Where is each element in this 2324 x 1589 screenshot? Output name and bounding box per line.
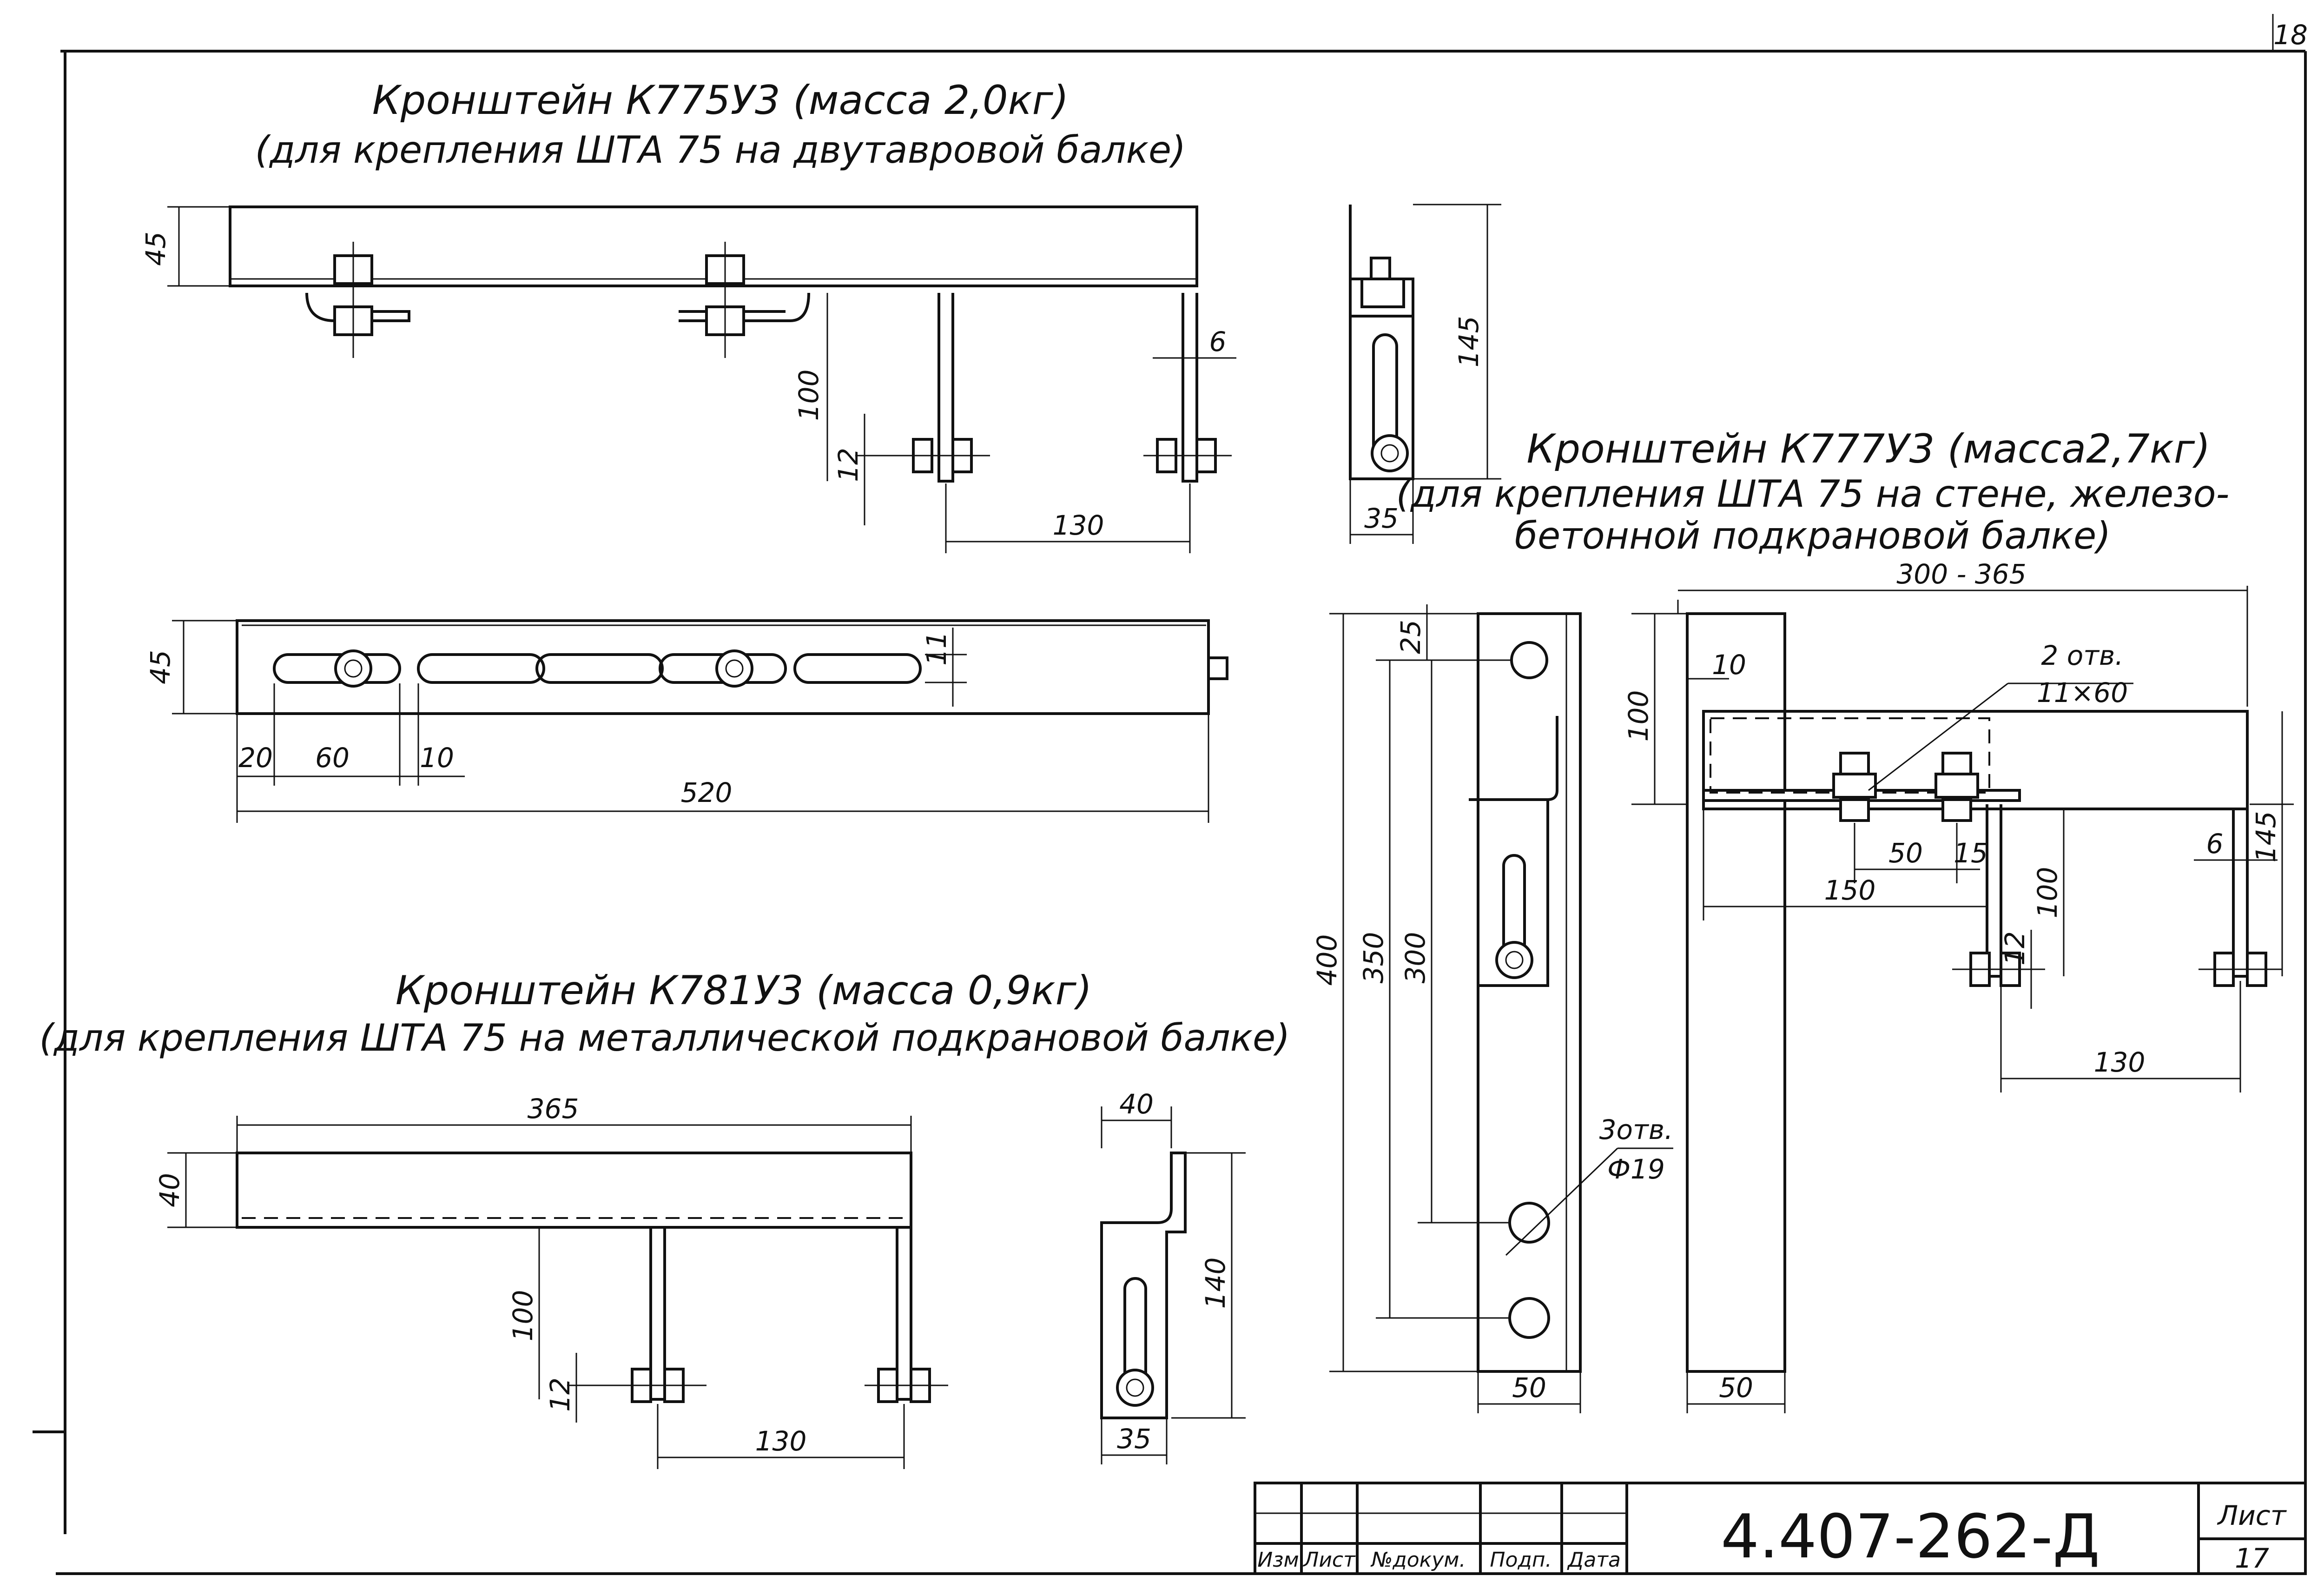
sheet-label: Лист (2217, 1500, 2287, 1531)
k777-side-dim-50: 50 (1719, 1372, 1753, 1404)
k777-holes-2: 2 отв. (2041, 640, 2123, 671)
k775-dim-520: 520 (681, 777, 733, 808)
k775-side-view: 45 100 12 6 130 (140, 205, 1236, 553)
k781-dim-100: 100 (507, 1290, 539, 1342)
tb-col-izm: Изм (1257, 1548, 1299, 1572)
k777-dim-50: 50 (1888, 837, 1923, 869)
k775-dim-130: 130 (1053, 510, 1104, 541)
k777-dim-145: 145 (2250, 811, 2282, 863)
tb-col-sign: Подп. (1490, 1548, 1552, 1572)
k777-dim-25: 25 (1395, 620, 1426, 654)
k775-dim-35: 35 (1364, 503, 1399, 534)
k775-dim-145: 145 (1453, 316, 1485, 368)
k775-dim-20: 20 (238, 742, 273, 774)
k775-dim-100: 100 (793, 370, 825, 421)
k775-bracket-drawing: Кронштейн К775У3 (масса 2,0кг) (для креп… (140, 77, 1501, 823)
k777-side-dim-100: 100 (2032, 867, 2063, 919)
k775-dim-6: 6 (1209, 326, 1227, 358)
k781-end-view: 40 140 35 (1100, 1088, 1246, 1464)
k777-title: Кронштейн К777У3 (масса2,7кг) (1526, 426, 2210, 472)
k775-plan-view: 45 11 20 60 10 520 (145, 619, 1228, 823)
k777-dim-130: 130 (2094, 1046, 2146, 1078)
k781-dim-40: 40 (154, 1173, 185, 1207)
document-code: 4.407-262-Д (1721, 1501, 2100, 1572)
k775-dim-12: 12 (832, 448, 864, 482)
k781-subtitle: (для крепления ШТА 75 на металлической п… (40, 1016, 1290, 1059)
k777-front-view: 400 350 300 25 50 3отв. Ф19 (1311, 604, 1673, 1413)
k781-dim-130: 130 (755, 1425, 807, 1457)
k777-dim-150: 150 (1824, 874, 1876, 906)
k775-dim-10: 10 (420, 742, 454, 774)
k775-dim-45: 45 (140, 232, 172, 266)
tb-col-list: Лист (1302, 1548, 1356, 1572)
k781-dim-12: 12 (544, 1377, 576, 1412)
sheet-number: 17 (2235, 1543, 2269, 1574)
top-sheet-number: 18 (2273, 19, 2308, 51)
k777-holes-3-size: Ф19 (1607, 1153, 1665, 1185)
tb-col-date: Дата (1567, 1548, 1621, 1572)
k781-bracket-drawing: Кронштейн К781У3 (масса 0,9кг) (для креп… (40, 967, 1290, 1469)
k775-plan-dim-45: 45 (145, 650, 176, 684)
k775-end-view: 145 35 (1349, 204, 1501, 544)
k777-dim-10: 10 (1712, 649, 1746, 681)
k775-title: Кронштейн К775У3 (масса 2,0кг) (372, 77, 1069, 124)
k781-end-dim-40: 40 (1119, 1088, 1154, 1120)
k781-dim-365: 365 (528, 1093, 579, 1125)
k777-dim-6: 6 (2206, 828, 2224, 860)
k777-dim-300: 300 (1400, 932, 1431, 984)
k777-dim-300-365: 300 - 365 (1896, 558, 2026, 590)
k777-side-view: 300 - 365 100 10 2 отв. 11×60 50 15 150 … (1623, 558, 2294, 1413)
k781-side-view: 365 40 100 12 130 (154, 1093, 948, 1469)
tb-col-doc: №докум. (1370, 1548, 1466, 1572)
k777-dim-100: 100 (1623, 690, 1654, 742)
k777-bracket-drawing: Кронштейн К777У3 (масса2,7кг) (для крепл… (1311, 426, 2294, 1413)
k781-dim-140: 140 (1200, 1258, 1231, 1309)
k777-front-dim-50: 50 (1512, 1372, 1546, 1404)
k777-subtitle-1: (для крепления ШТА 75 на стене, железо- (1396, 472, 2230, 516)
k781-title: Кронштейн К781У3 (масса 0,9кг) (396, 967, 1092, 1014)
sheet-frame: 18 (33, 14, 2308, 1575)
k777-holes-2-size: 11×60 (2037, 677, 2128, 708)
k777-subtitle-2: бетонной подкрановой балке) (1515, 514, 2111, 557)
k775-dim-60: 60 (315, 742, 350, 774)
k777-dim-350: 350 (1358, 932, 1389, 984)
k777-dim-400: 400 (1311, 934, 1343, 986)
title-block: Изм Лист №докум. Подп. Дата 4.407-262-Д … (1254, 1482, 2307, 1575)
k777-dim-12: 12 (1999, 931, 2031, 966)
k777-dim-15: 15 (1954, 837, 1988, 869)
k775-dim-11: 11 (921, 631, 952, 666)
k775-subtitle: (для крепления ШТА 75 на двутавровой бал… (255, 128, 1186, 172)
k781-dim-35: 35 (1117, 1423, 1151, 1455)
k777-holes-3: 3отв. (1599, 1114, 1673, 1145)
